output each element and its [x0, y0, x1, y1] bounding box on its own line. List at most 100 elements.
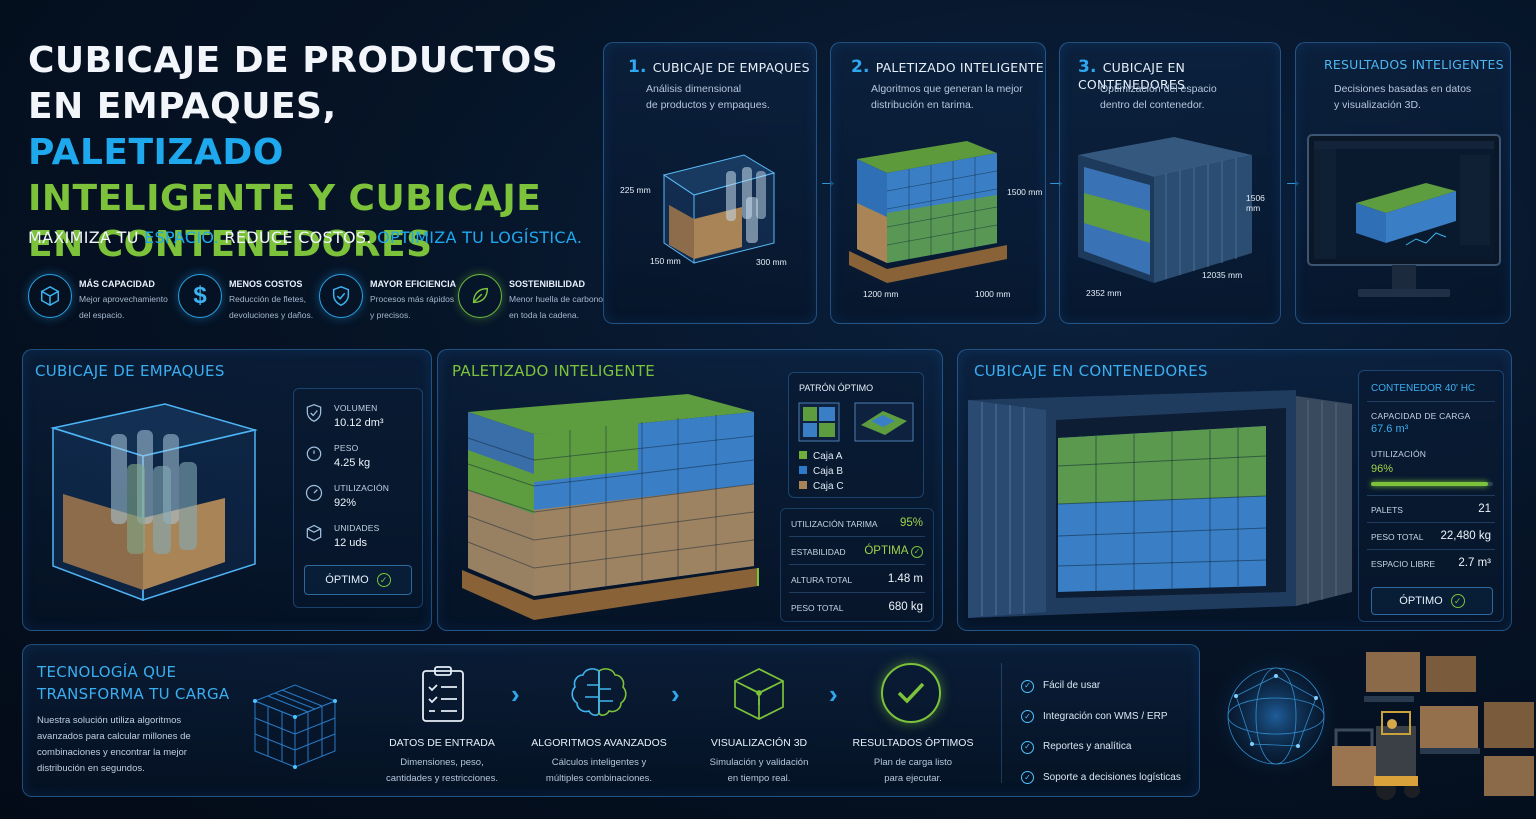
dim-label: 1200 mm: [863, 289, 899, 299]
dim-label: 12035 mm: [1202, 270, 1243, 280]
monitor-illustration: [1307, 134, 1501, 297]
benefit-item: ✓ Fácil de usar: [1021, 671, 1181, 702]
container-illustration: [1078, 137, 1252, 283]
stat-label: ESTABILIDAD: [791, 547, 846, 557]
stat-value: 2.7 m³: [1458, 557, 1491, 569]
check-shield-icon: [304, 403, 324, 428]
hero-title-line4: EN CONTENEDORES: [28, 224, 433, 265]
flow-desc-line: Cálculos inteligentes y: [551, 757, 647, 768]
dim-label: 225 mm: [620, 185, 651, 195]
tecnologia-text-line: combinaciones y encontrar la mejor: [37, 747, 187, 758]
legend-caja-c: Caja C: [799, 481, 844, 492]
tecnologia-text: Nuestra solución utiliza algoritmos avan…: [37, 713, 191, 777]
feature-desc: en toda la cadena.: [509, 310, 579, 320]
flow-desc-line: Simulación y validación: [709, 757, 809, 768]
benefit-item: ✓ Reportes y analítica: [1021, 732, 1181, 763]
step-card-contenedores: 3.CUBICAJE EN CONTENEDORES Optimización …: [1059, 42, 1281, 324]
capacity-label: CAPACIDAD DE CARGA: [1371, 411, 1471, 421]
step-desc: Optimización del espacio: [1100, 83, 1217, 95]
flow-desc: Dimensiones, peso, cantidades y restricc…: [365, 755, 519, 787]
step-title: RESULTADOS INTELIGENTES: [1324, 57, 1504, 72]
feature-desc: del espacio.: [79, 310, 125, 320]
step-desc: Algoritmos que generan la mejor: [871, 83, 1023, 95]
tecnologia-title-line1: TECNOLOGÍA QUE: [37, 663, 177, 681]
check-circle-icon: ✓: [1021, 679, 1034, 693]
benefit-item: ✓Soporte a decisiones logísticas: [1021, 763, 1181, 794]
legend-label: Caja C: [813, 481, 844, 492]
flow-desc: Simulación y validación en tiempo real.: [683, 755, 835, 787]
box-bottles-large-illustration: [50, 403, 258, 602]
leaf-icon: [458, 274, 502, 318]
empaques-optimo-button[interactable]: ÓPTIMO ✓: [304, 565, 412, 595]
cube-3d-icon: [729, 665, 789, 723]
paletizado-stats: UTILIZACIÓN TARIMA 95% ESTABILIDAD ÓPTIM…: [780, 508, 934, 622]
container-large-illustration: [968, 390, 1352, 618]
pallet-large-illustration: [462, 394, 759, 620]
benefit-label: Integración con WMS / ERP: [1043, 710, 1168, 722]
check-circle-icon: ✓: [1021, 740, 1034, 754]
check-circle-icon: ✓: [376, 573, 391, 587]
chevron-right-icon: ›: [671, 679, 680, 709]
pattern-thumbnails: [798, 402, 914, 442]
dim-label: 1000 mm: [975, 289, 1011, 299]
chevron-right-icon: ›: [511, 679, 520, 709]
feature-desc: y precisos.: [370, 310, 411, 320]
flow-title: RESULTADOS ÓPTIMOS: [852, 737, 974, 749]
container-type: CONTENEDOR 40' HC: [1371, 383, 1476, 394]
stat-label: ALTURA TOTAL: [791, 575, 853, 585]
stat-value: 95%: [899, 517, 923, 529]
stat-label: PESO TOTAL: [791, 603, 844, 613]
hero-title-line2b: PALETIZADO: [28, 132, 284, 173]
feature-title: MAYOR EFICIENCIA: [370, 279, 457, 289]
stat-value: 21: [1478, 503, 1491, 515]
flow-title: DATOS DE ENTRADA: [389, 737, 495, 749]
feature-desc: Menor huella de carbono: [509, 294, 604, 304]
benefit-label: Soporte a decisiones logísticas: [1043, 771, 1181, 783]
capacity-value: 67.6 m³: [1371, 423, 1409, 435]
hero-subtitle-a: MAXIMIZA TU: [28, 228, 139, 247]
dollar-icon: $: [178, 274, 222, 318]
hero-title-line3: INTELIGENTE Y CUBICAJE: [28, 178, 542, 219]
benefit-label: Fácil de usar: [1043, 680, 1101, 691]
stat-label: VOLUMEN: [334, 403, 378, 413]
flow-desc: Plan de carga listo para ejecutar.: [837, 755, 989, 787]
contenedor-stats: CONTENEDOR 40' HC CAPACIDAD DE CARGA 67.…: [1358, 370, 1504, 622]
step-title-text: CUBICAJE EN CONTENEDORES: [1078, 60, 1186, 92]
benefits-list: ✓ Fácil de usar ✓ Integración con WMS / ER…: [1021, 671, 1181, 793]
step-number: 2.: [851, 57, 870, 77]
step-number: 3.: [1078, 57, 1097, 77]
flow-desc-line: cantidades y restricciones.: [386, 773, 498, 784]
stat-value: 1.48 m: [887, 573, 923, 585]
stat-value: 680 kg: [888, 601, 923, 613]
stat-label: UTILIZACIÓN TARIMA: [791, 519, 878, 529]
pallet-illustration: [849, 141, 1007, 283]
feature-desc: Procesos más rápidos: [370, 294, 455, 304]
stat-label: UNIDADES: [334, 523, 380, 533]
stat-label: UTILIZACIÓN: [334, 483, 390, 493]
contenedor-optimo-button[interactable]: ÓPTIMO ✓: [1371, 587, 1493, 615]
step-title-text: CUBICAJE DE EMPAQUES: [652, 60, 810, 75]
feature-title: MENOS COSTOS: [229, 279, 303, 289]
dim-label: 1500 mm: [1007, 187, 1043, 197]
flow-desc-line: en tiempo real.: [727, 773, 791, 784]
brain-icon: [569, 665, 629, 723]
box-bottles-illustration: [662, 154, 776, 264]
paletizado-panel: PALETIZADO INTELIGENTE PATRÓN ÓPTIMO: [437, 349, 943, 631]
grid-cube-icon: [253, 684, 337, 769]
step-title: 1. CUBICAJE DE EMPAQUES: [628, 57, 810, 77]
util-value: 96%: [1371, 463, 1394, 475]
step-desc: de productos y empaques.: [646, 99, 770, 111]
hero-title: CUBICAJE DE PRODUCTOS EN EMPAQUES, PALET…: [28, 38, 588, 268]
empaques-panel: CUBICAJE DE EMPAQUES VOLUMEN 10.12 dm³ P…: [22, 349, 432, 631]
step-card-empaques: 1.CUBICAJE DE EMPAQUES Análisis dimensio…: [603, 42, 817, 324]
flow-desc-line: para ejecutar.: [884, 773, 942, 784]
feature-desc: devoluciones y daños.: [229, 310, 314, 320]
stat-label: PALETS: [1371, 505, 1403, 515]
tecnologia-title-line2: TRANSFORMA TU CARGA: [37, 685, 230, 703]
hero-title-line1: CUBICAJE DE PRODUCTOS: [28, 40, 559, 81]
step-number: 1.: [628, 57, 647, 77]
contenedores-panel: CUBICAJE EN CONTENEDORES CONTENEDOR 40' …: [957, 349, 1512, 631]
benefit-label: Reportes y analítica: [1043, 741, 1132, 752]
legend-caja-b: Caja B: [799, 466, 843, 477]
